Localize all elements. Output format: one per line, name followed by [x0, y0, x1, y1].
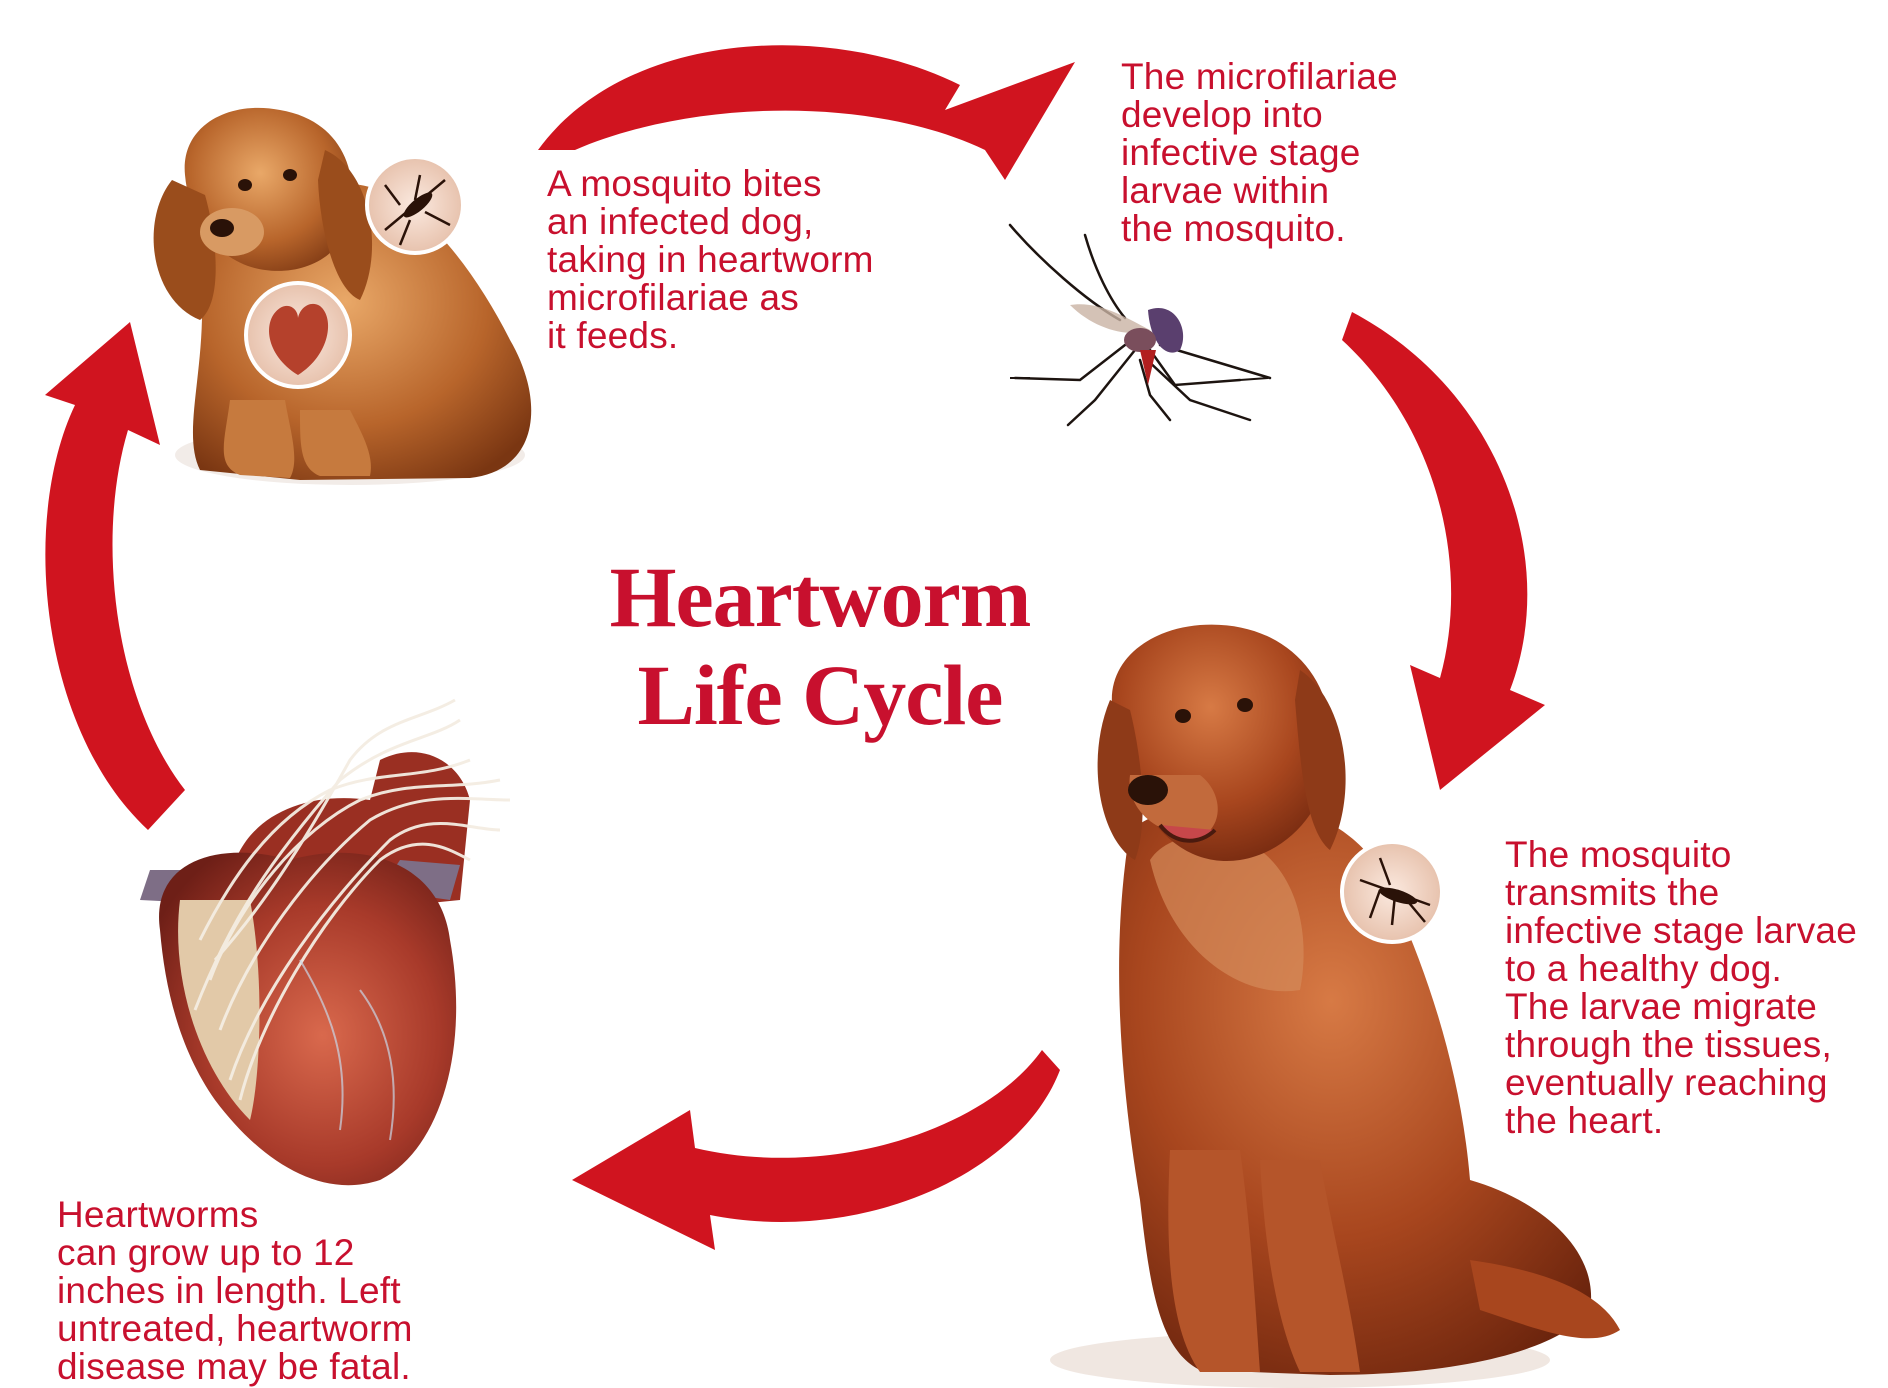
step-heartworm-growth-text: Heartworms can grow up to 12 inches in l…: [57, 1196, 413, 1386]
cocker-spaniel-illustration: [154, 108, 532, 485]
title-line-1: Heartworm: [500, 548, 1140, 646]
step-larvae-develop-text: The microfilariae develop into infective…: [1121, 58, 1398, 248]
arrow-top: [538, 45, 1075, 180]
arrow-right: [1342, 312, 1545, 790]
arrow-left: [45, 322, 185, 830]
step-infected-dog-bite-text: A mosquito bites an infected dog, taking…: [547, 165, 874, 355]
mosquito-illustration: [1010, 225, 1270, 425]
diagram-title: Heartworm Life Cycle: [500, 548, 1140, 744]
infected-heart-illustration: [140, 700, 510, 1185]
step-transmit-larvae-text: The mosquito transmits the infective sta…: [1505, 836, 1857, 1140]
title-line-2: Life Cycle: [500, 646, 1140, 744]
arrow-bottom: [572, 1050, 1060, 1250]
